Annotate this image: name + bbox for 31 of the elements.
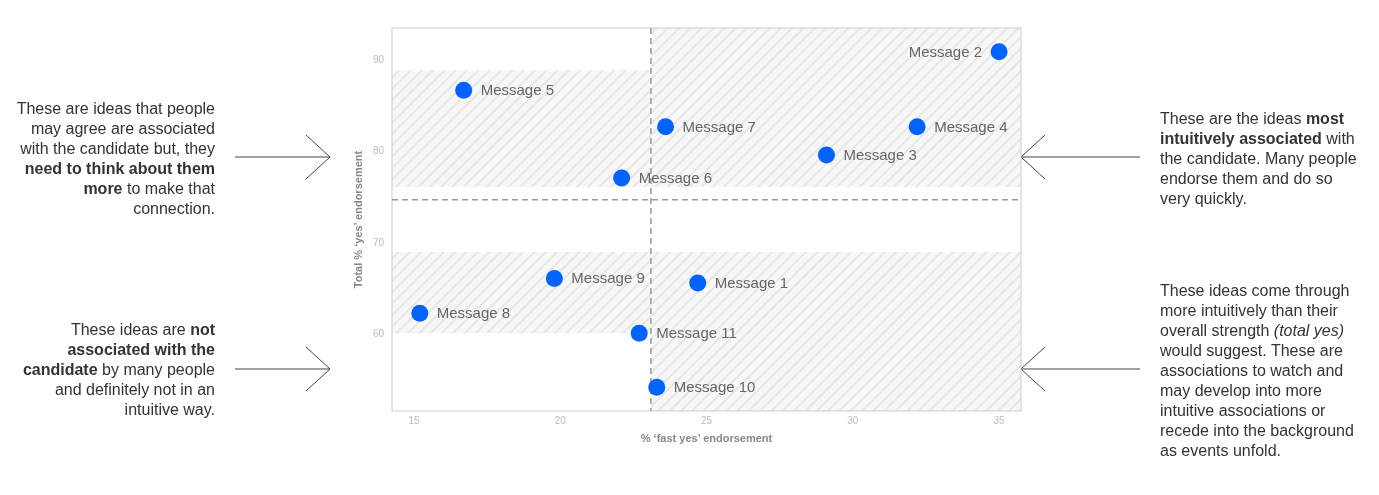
point-label: Message 7 bbox=[682, 117, 756, 135]
point-label: Message 10 bbox=[673, 378, 756, 396]
arrow bbox=[234, 346, 331, 392]
annotation-text: These are ideas that people may agree are associated with the candidate but, they need to think about them more to make that connection. bbox=[5, 99, 235, 219]
tick-label: 15 bbox=[408, 415, 420, 426]
tick-label: 60 bbox=[372, 328, 384, 340]
tick-label: 90 bbox=[372, 54, 384, 66]
point-label: Message 11 bbox=[656, 324, 737, 342]
arrow bbox=[234, 134, 331, 180]
point-label: Message 5 bbox=[480, 81, 555, 99]
axis-title: Total % ‘yes’ endorsement bbox=[352, 150, 364, 289]
point-label: Message 6 bbox=[638, 168, 713, 186]
point-label: Message 8 bbox=[436, 304, 511, 322]
arrow bbox=[1020, 346, 1141, 392]
tick-label: 30 bbox=[847, 415, 859, 426]
point-label: Message 9 bbox=[571, 269, 645, 287]
arrow bbox=[1020, 134, 1141, 180]
point-label: Message 3 bbox=[843, 146, 917, 164]
annotation-text: These ideas come through more intuitively than their overall strength (total yes) would suggest. These are associations to watch and may develop into more intuitive associations or recede into the background as events unfold. bbox=[1140, 281, 1360, 461]
tick-label: 25 bbox=[700, 415, 713, 426]
tick-label: 35 bbox=[993, 415, 1005, 426]
shaded-region bbox=[650, 251, 1021, 411]
annotation-text: These are the ideas most intuitively associated with the candidate. Many people endorse them and do so very quickly. bbox=[1140, 109, 1360, 209]
annotation-text: These ideas are not associated with the candidate by many people and definitely not in an intuitive way. bbox=[5, 320, 235, 420]
tick-label: 20 bbox=[554, 415, 566, 426]
tick-label: 80 bbox=[372, 145, 384, 157]
axis-title: % ‘fast yes’ endorsement bbox=[640, 432, 773, 444]
point-label: Message 1 bbox=[714, 274, 789, 292]
point-label: Message 4 bbox=[934, 117, 1008, 135]
tick-label: 70 bbox=[372, 236, 384, 248]
point-label: Message 2 bbox=[908, 42, 983, 60]
